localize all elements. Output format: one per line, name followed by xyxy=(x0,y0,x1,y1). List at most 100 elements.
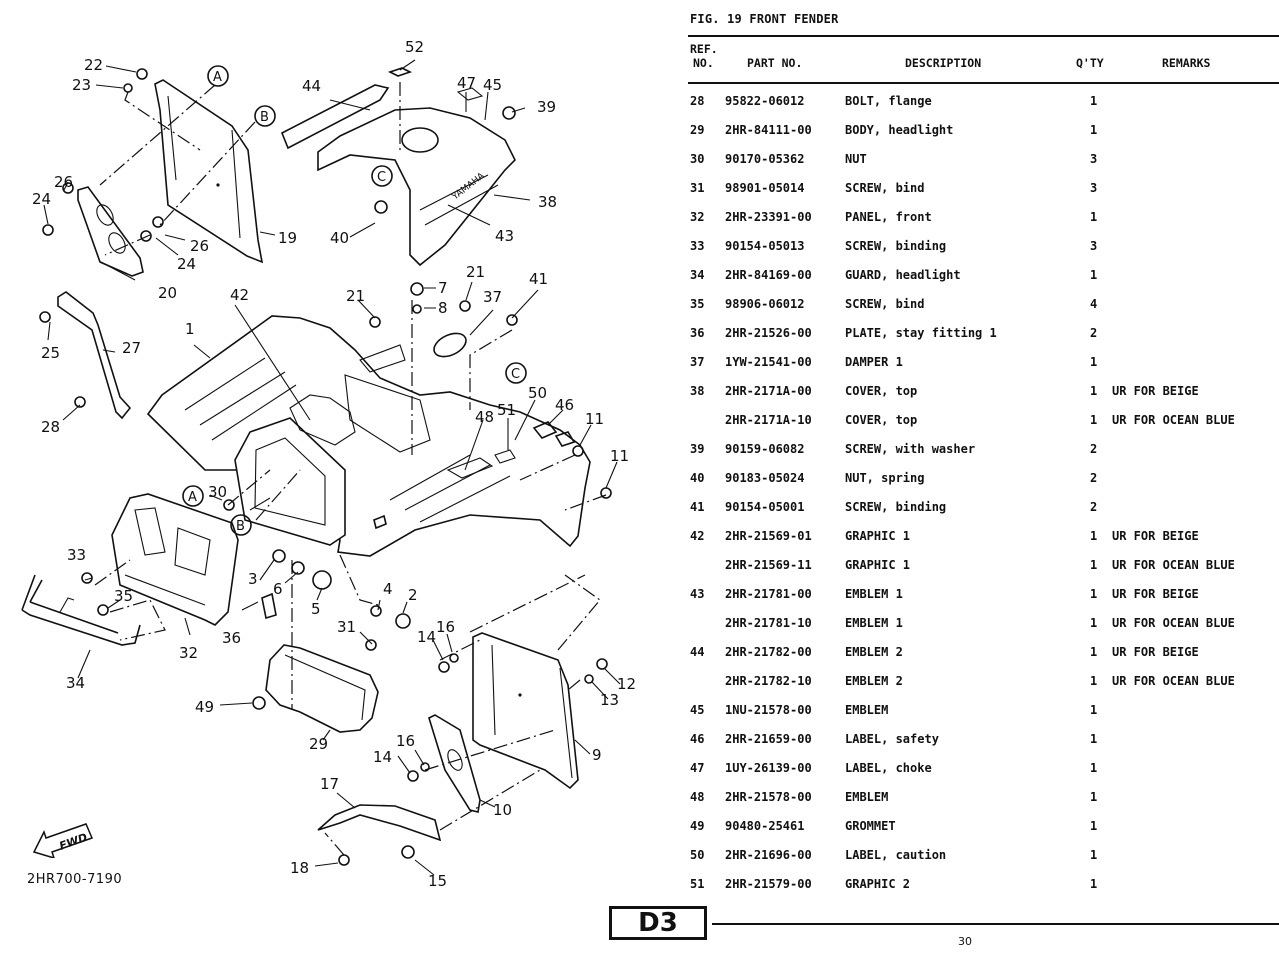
table-row: 42 2HR-21569-01 GRAPHIC 1 1 UR FOR BEIGE xyxy=(690,527,1279,556)
callout-36: 36 xyxy=(222,629,241,647)
ref-cell: 42 xyxy=(690,529,705,543)
callout-7: 7 xyxy=(438,279,448,297)
ref-cell: 46 xyxy=(690,732,705,746)
description-cell: EMBLEM 2 xyxy=(845,674,903,688)
description-cell: GRAPHIC 1 xyxy=(845,529,911,543)
callout-51: 51 xyxy=(497,401,516,419)
description-cell: GROMMET xyxy=(845,819,896,833)
part-stay-27 xyxy=(57,291,132,420)
section-badge: D3 xyxy=(609,906,707,940)
description-cell: LABEL, safety xyxy=(845,732,939,746)
callout-21a: 21 xyxy=(346,287,365,305)
leader-lines xyxy=(43,59,621,876)
callout-40: 40 xyxy=(330,229,349,247)
parts-table-header: REF. NO. PART NO. DESCRIPTION Q'TY REMAR… xyxy=(690,42,1279,82)
description-cell: GUARD, headlight xyxy=(845,268,961,282)
qty-cell: 1 xyxy=(1090,529,1098,543)
reference-letters: A B A B C C xyxy=(182,65,527,536)
callout-2: 2 xyxy=(408,586,418,604)
svg-text:A: A xyxy=(213,70,222,85)
description-cell: SCREW, with washer xyxy=(845,442,976,456)
part-no-cell: 2HR-21569-01 xyxy=(725,529,812,543)
callout-52: 52 xyxy=(405,38,424,56)
callout-24b: 24 xyxy=(177,255,196,273)
forward-direction-icon: FWD xyxy=(30,822,100,860)
header-remarks: REMARKS xyxy=(1162,56,1211,70)
part-no-cell: 98906-06012 xyxy=(725,297,805,311)
ref-cell: 28 xyxy=(690,94,705,108)
header-bottom-rule xyxy=(688,82,1279,84)
part-label-52 xyxy=(387,67,413,77)
callout-17: 17 xyxy=(320,775,339,793)
part-no-cell: 90170-05362 xyxy=(725,152,805,166)
ref-cell: 30 xyxy=(690,152,705,166)
description-cell: GRAPHIC 1 xyxy=(845,558,911,572)
part-bracket-plate-20 xyxy=(77,186,144,277)
ref-cell: 29 xyxy=(690,123,705,137)
svg-text:B: B xyxy=(260,110,269,125)
part-stay-17 xyxy=(317,804,442,842)
callout-42: 42 xyxy=(230,286,249,304)
part-no-cell: 2HR-23391-00 xyxy=(725,210,812,224)
remarks-cell: UR FOR OCEAN BLUE xyxy=(1112,616,1235,630)
exploded-view-diagram: YAMAHA xyxy=(21,38,636,890)
callout-24a: 24 xyxy=(32,190,51,208)
qty-cell: 1 xyxy=(1090,761,1098,775)
part-no-cell: 2HR-21569-11 xyxy=(725,558,812,572)
callout-8: 8 xyxy=(438,299,448,317)
remarks-cell: UR FOR OCEAN BLUE xyxy=(1112,413,1235,427)
remarks-cell: UR FOR BEIGE xyxy=(1112,529,1199,543)
qty-cell: 1 xyxy=(1090,587,1098,601)
callout-31: 31 xyxy=(337,618,356,636)
description-cell: NUT, spring xyxy=(845,471,925,485)
callout-numbers: 1 2 3 4 5 6 7 8 9 10 11 11 12 13 14 14 1… xyxy=(32,38,636,890)
callout-43: 43 xyxy=(495,227,514,245)
part-no-cell: 90154-05013 xyxy=(725,239,805,253)
description-cell: COVER, top xyxy=(845,413,918,427)
callout-13: 13 xyxy=(600,691,619,709)
qty-cell: 1 xyxy=(1090,268,1098,282)
callout-41: 41 xyxy=(529,270,548,288)
qty-cell: 1 xyxy=(1090,123,1098,137)
description-cell: GRAPHIC 2 xyxy=(845,877,911,891)
part-no-cell: 2HR-21782-00 xyxy=(725,645,812,659)
callout-27: 27 xyxy=(122,339,141,357)
callout-32: 32 xyxy=(179,644,198,662)
ref-cell: 45 xyxy=(690,703,705,717)
ref-cell: 40 xyxy=(690,471,705,485)
part-no-cell: 2HR-21579-00 xyxy=(725,877,812,891)
qty-cell: 1 xyxy=(1090,94,1098,108)
callout-33: 33 xyxy=(67,546,86,564)
part-no-cell: 90480-25461 xyxy=(725,819,805,833)
callout-29: 29 xyxy=(309,735,328,753)
header-description: DESCRIPTION xyxy=(905,56,982,70)
remarks-cell: UR FOR BEIGE xyxy=(1112,645,1199,659)
remarks-cell: UR FOR BEIGE xyxy=(1112,384,1199,398)
description-cell: BODY, headlight xyxy=(845,123,954,137)
part-no-cell: 1YW-21541-00 xyxy=(725,355,812,369)
callout-3: 3 xyxy=(248,570,258,588)
qty-cell: 3 xyxy=(1090,152,1098,166)
ref-cell: 49 xyxy=(690,819,705,833)
part-no-cell: 90159-06082 xyxy=(725,442,805,456)
description-cell: BOLT, flange xyxy=(845,94,932,108)
qty-cell: 1 xyxy=(1090,355,1098,369)
qty-cell: 1 xyxy=(1090,703,1098,717)
callout-25: 25 xyxy=(41,344,60,362)
qty-cell: 1 xyxy=(1090,413,1098,427)
callout-10: 10 xyxy=(493,801,512,819)
description-cell: LABEL, choke xyxy=(845,761,932,775)
callout-44: 44 xyxy=(302,77,321,95)
